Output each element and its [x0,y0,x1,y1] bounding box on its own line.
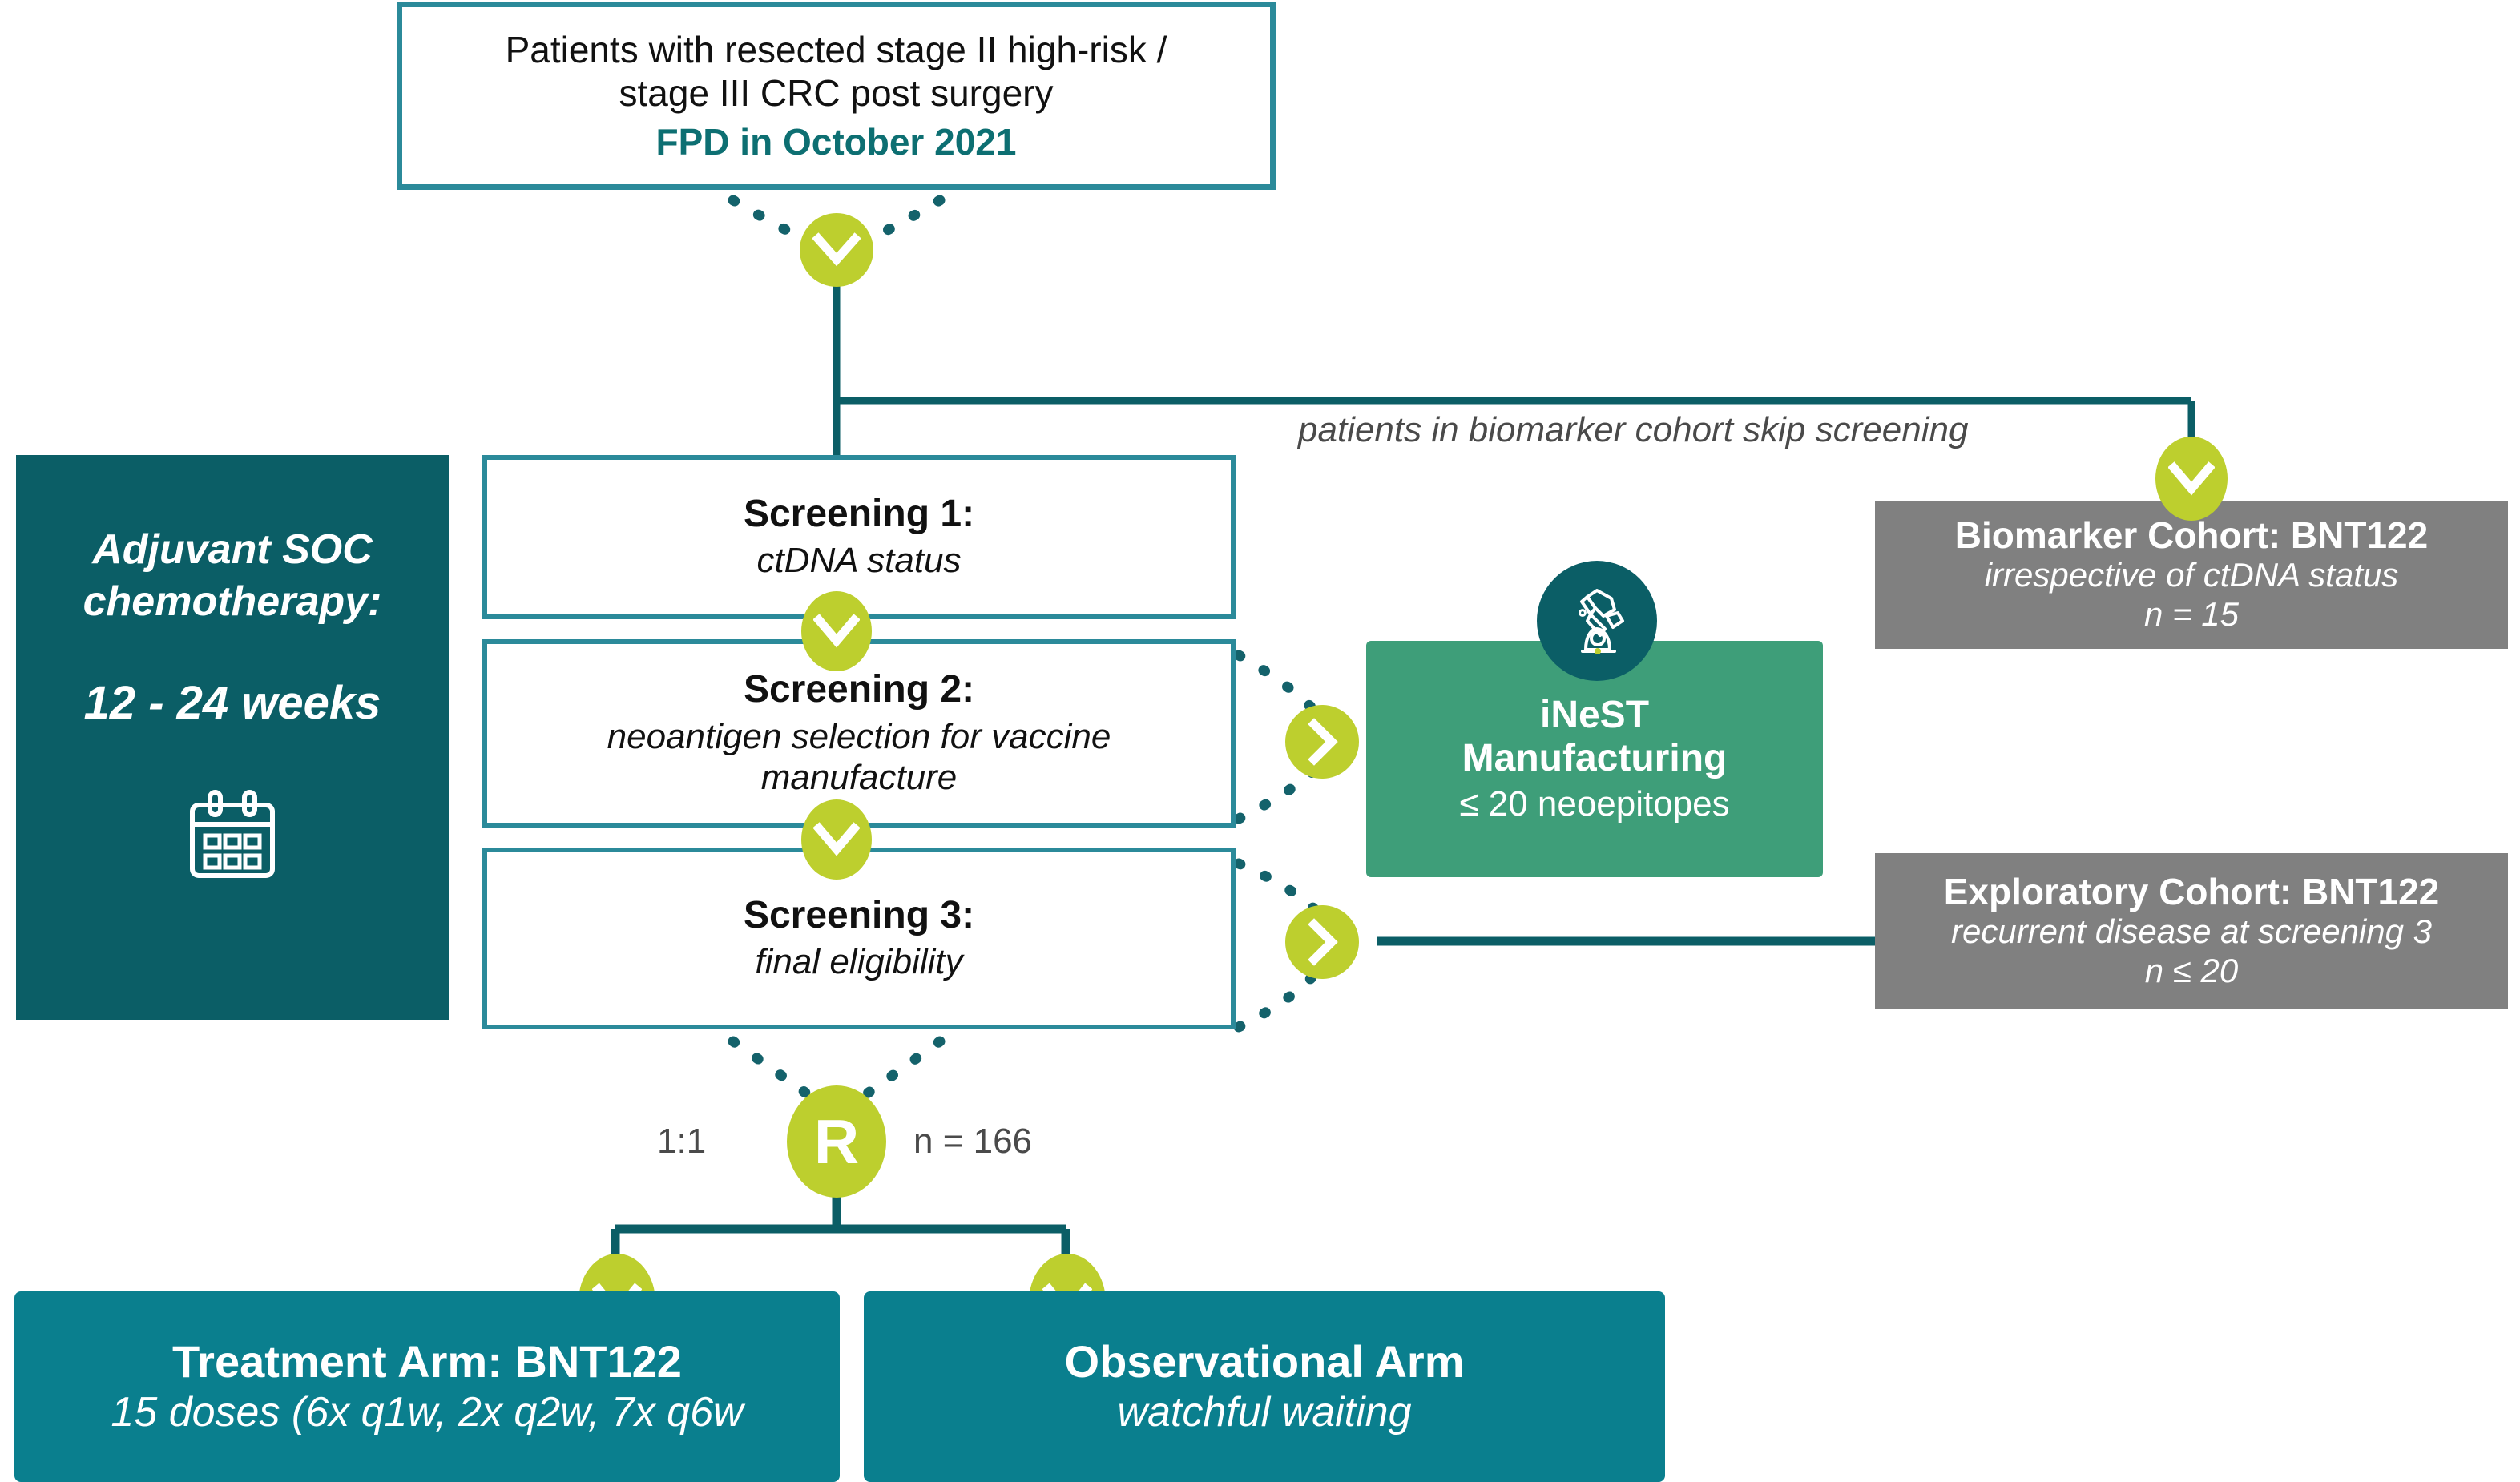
entry-criteria-box: Patients with resected stage II high-ris… [397,2,1276,190]
chevron-down-icon-screening-1-2 [801,591,872,671]
screening-2-box: Screening 2: neoantigen selection for va… [482,639,1236,828]
randomization-ratio-label: 1:1 [657,1122,707,1161]
treatment-arm-box: Treatment Arm: BNT122 15 doses (6x q1w, … [14,1291,840,1482]
randomization-letter: R [813,1106,860,1177]
exploratory-cohort-title: Exploratory Cohort: BNT122 [1943,871,2440,913]
robot-arm-icon [1537,561,1657,681]
biomarker-cohort-box: Biomarker Cohort: BNT122 irrespective of… [1875,501,2508,649]
exploratory-cohort-box: Exploratory Cohort: BNT122 recurrent dis… [1875,853,2508,1009]
calendar-icon [184,787,280,888]
entry-line-1: Patients with resected stage II high-ris… [505,29,1167,71]
entry-line-2: stage III CRC post surgery [619,72,1054,115]
biomarker-cohort-n: n = 15 [2144,594,2239,633]
exploratory-cohort-n: n ≤ 20 [2144,951,2239,989]
randomization-n-label: n = 166 [913,1122,1033,1161]
chevron-right-icon-exploratory [1285,905,1359,979]
inest-title: iNeST Manufacturing [1462,693,1728,779]
inest-subtitle: ≤ 20 neoepitopes [1459,784,1730,824]
screening-1-title: Screening 1: [743,492,975,535]
soc-title: Adjuvant SOC chemotherapy: [83,526,382,625]
screening-3-title: Screening 3: [743,893,975,936]
biomarker-cohort-title: Biomarker Cohort: BNT122 [1954,514,2429,557]
observational-arm-box: Observational Arm watchful waiting [864,1291,1665,1482]
observational-arm-subtitle: watchful waiting [1117,1388,1412,1436]
screening-1-box: Screening 1: ctDNA status [482,455,1236,619]
soc-duration: 12 - 24 weeks [83,677,381,729]
adjuvant-soc-panel: Adjuvant SOC chemotherapy: 12 - 24 weeks [16,455,449,1020]
chevron-down-icon-biomarker [2155,437,2228,521]
treatment-arm-title: Treatment Arm: BNT122 [172,1336,682,1387]
randomization-node: R [787,1085,886,1198]
chevron-down-icon-screening-2-3 [801,799,872,880]
treatment-arm-subtitle: 15 doses (6x q1w, 2x q2w, 7x q6w [111,1388,744,1436]
chevron-down-icon-entry [800,213,873,287]
screening-1-subtitle: ctDNA status [756,541,962,581]
exploratory-cohort-subtitle: recurrent disease at screening 3 [1951,912,2432,951]
biomarker-cohort-subtitle: irrespective of ctDNA status [1984,556,2399,594]
screening-3-subtitle: final eligibility [755,942,963,982]
skip-screening-note: patients in biomarker cohort skip screen… [1298,410,1969,449]
screening-2-title: Screening 2: [743,668,975,711]
inest-manufacturing-box: iNeST Manufacturing ≤ 20 neoepitopes [1366,641,1823,877]
screening-3-box: Screening 3: final eligibility [482,848,1236,1029]
chevron-right-icon-inest [1285,705,1359,779]
observational-arm-title: Observational Arm [1064,1336,1465,1387]
entry-fpd-line: FPD in October 2021 [655,120,1017,163]
screening-2-subtitle: neoantigen selection for vaccine manufac… [607,716,1111,797]
